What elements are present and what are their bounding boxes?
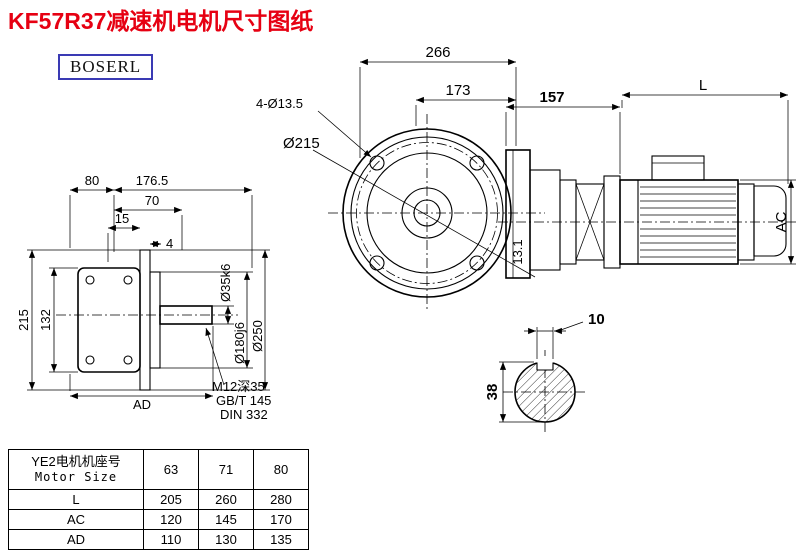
motor-fins bbox=[640, 186, 736, 258]
dim-bolt-holes: 4-Ø13.5 bbox=[256, 96, 303, 111]
dim-gearbox-length: 157 bbox=[539, 89, 564, 106]
dim-total-depth: 176.5 bbox=[136, 173, 169, 188]
header-motor-size-cell: YE2电机机座号 Motor Size bbox=[8, 449, 144, 490]
side-view: 157 L AC bbox=[498, 77, 798, 271]
dim-step-15: 15 bbox=[115, 211, 129, 226]
cell-L-80: 280 bbox=[253, 489, 309, 510]
cell-AC-80: 170 bbox=[253, 509, 309, 530]
dim-height-ad: AD bbox=[133, 397, 151, 412]
note-standard-din: DIN 332 bbox=[220, 407, 268, 422]
dim-flange-depth: 70 bbox=[145, 193, 159, 208]
dim-housing-depth: 80 bbox=[85, 173, 99, 188]
table-row-AC: AC 120 145 170 bbox=[8, 509, 309, 530]
shaft-section-view: 10 38 bbox=[484, 311, 605, 434]
dim-motor-height: AC bbox=[773, 211, 790, 232]
dim-front-rear-width: 173 bbox=[445, 82, 470, 99]
left-view: 80 176.5 70 15 4 215 132 AD bbox=[16, 173, 271, 422]
terminal-box bbox=[651, 155, 705, 181]
dim-flange-thickness: 13.1 bbox=[510, 239, 525, 264]
fan-cover bbox=[753, 185, 787, 257]
cell-AD-71: 130 bbox=[198, 529, 254, 550]
brand-logo: BOSERL bbox=[58, 54, 154, 80]
note-standard-gb: GB/T 145 bbox=[216, 393, 271, 408]
page-title: KF57R37减速机电机尺寸图纸 bbox=[8, 8, 314, 34]
front-view: 266 173 4-Ø13.5 Ø215 13.1 bbox=[256, 44, 545, 312]
header-en: Motor Size bbox=[34, 470, 118, 485]
dim-front-overall-width: 266 bbox=[425, 44, 450, 61]
dim-total-height: 215 bbox=[16, 309, 31, 331]
cell-AC-63: 120 bbox=[143, 509, 199, 530]
dim-key-width: 10 bbox=[588, 311, 605, 328]
dim-step-4: 4 bbox=[166, 236, 173, 251]
row-label-AD: AD bbox=[8, 529, 144, 550]
cell-AD-63: 110 bbox=[143, 529, 199, 550]
motor-size-table: YE2电机机座号 Motor Size 63 71 80 L 205 260 2… bbox=[8, 449, 309, 550]
size-col-71: 71 bbox=[198, 449, 254, 490]
row-label-L: L bbox=[8, 489, 144, 510]
note-tap-hole: M12深35 bbox=[212, 379, 265, 394]
dim-spigot-dia: Ø180j6 bbox=[232, 322, 247, 364]
size-col-80: 80 bbox=[253, 449, 309, 490]
cell-L-63: 205 bbox=[143, 489, 199, 510]
dim-housing-height: 132 bbox=[38, 309, 53, 331]
cell-L-71: 260 bbox=[198, 489, 254, 510]
dim-flange-dia-250: Ø250 bbox=[250, 320, 265, 352]
dim-section-shaft-dia: 38 bbox=[484, 384, 501, 401]
cell-AD-80: 135 bbox=[253, 529, 309, 550]
header-cn: YE2电机机座号 bbox=[31, 453, 121, 469]
dim-flange-dia-215: Ø215 bbox=[283, 135, 320, 152]
table-row-L: L 205 260 280 bbox=[8, 489, 309, 510]
size-col-63: 63 bbox=[143, 449, 199, 490]
dim-motor-length: L bbox=[699, 77, 707, 94]
table-row-AD: AD 110 130 135 bbox=[8, 529, 309, 550]
cell-AC-71: 145 bbox=[198, 509, 254, 530]
row-label-AC: AC bbox=[8, 509, 144, 530]
table-header-row: YE2电机机座号 Motor Size 63 71 80 bbox=[8, 449, 309, 490]
dim-shaft-dia: Ø35k6 bbox=[218, 264, 233, 302]
